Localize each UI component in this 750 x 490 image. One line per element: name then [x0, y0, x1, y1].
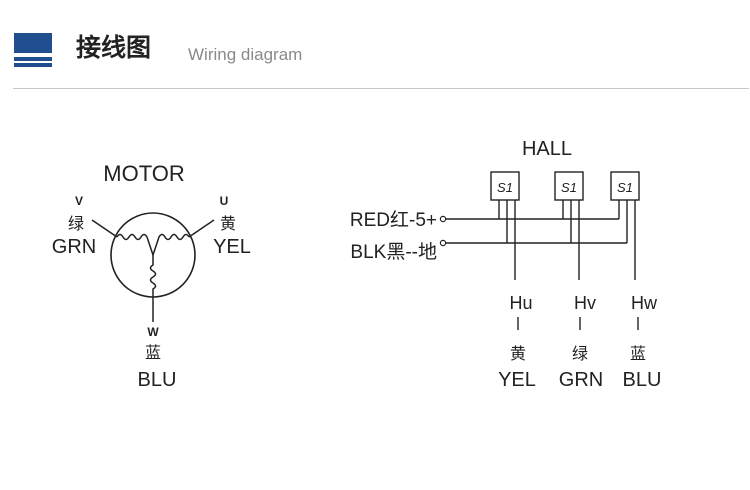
hall-sensor-v [554, 171, 584, 201]
output-hu-name: Hu [509, 293, 532, 313]
page-header: 接线图 Wiring diagram [0, 0, 750, 90]
hall-sensor-w-label: S1 [617, 180, 633, 195]
hall-sensor-u [490, 171, 520, 201]
output-hw-name: Hw [631, 293, 658, 313]
power-blk-label: BLK黑--地 [350, 241, 437, 263]
terminal-red [439, 215, 447, 223]
phase-u-en: YEL [213, 236, 251, 258]
winding-w [149, 255, 157, 297]
output-hv-cn: 绿 [572, 344, 588, 363]
header-divider [13, 88, 749, 89]
hall-schematic: HALL S1 S1 S1 RED红-5+ BLK黑--地 Hu 黄 [350, 138, 662, 391]
motor-schematic: MOTOR V 绿 GRN U 黄 YEL W 蓝 BLU [52, 161, 251, 391]
phase-u-cn: 黄 [220, 214, 236, 233]
phase-w-id: W [147, 325, 159, 339]
output-hv-name: Hv [574, 293, 596, 313]
output-hu-cn: 黄 [510, 344, 526, 363]
hall-sensor-w [610, 171, 640, 201]
winding-u [152, 233, 190, 256]
lead-v [91, 219, 118, 238]
phase-v-cn: 绿 [68, 214, 84, 233]
phase-v-id: V [75, 194, 83, 208]
hall-sensor-u-label: S1 [497, 180, 513, 195]
phase-w-en: BLU [138, 369, 177, 391]
winding-v [116, 233, 154, 256]
logo-icon [14, 33, 52, 67]
hall-title: HALL [522, 138, 572, 160]
page-title: 接线图 [76, 33, 152, 62]
hall-sensor-v-label: S1 [561, 180, 577, 195]
phase-v-en: GRN [52, 236, 96, 258]
hall-sensor-pins [498, 200, 636, 280]
page-subtitle: Wiring diagram [188, 45, 303, 64]
phase-w-cn: 蓝 [145, 343, 161, 362]
motor-title: MOTOR [103, 161, 184, 186]
phase-u-id: U [220, 194, 229, 208]
lead-u [188, 219, 215, 238]
output-hw-en: BLU [623, 369, 662, 391]
terminal-blk [439, 239, 447, 247]
output-hw-cn: 蓝 [630, 344, 646, 363]
output-hu-en: YEL [498, 369, 536, 391]
power-red-label: RED红-5+ [350, 209, 437, 231]
output-hv-en: GRN [559, 369, 603, 391]
